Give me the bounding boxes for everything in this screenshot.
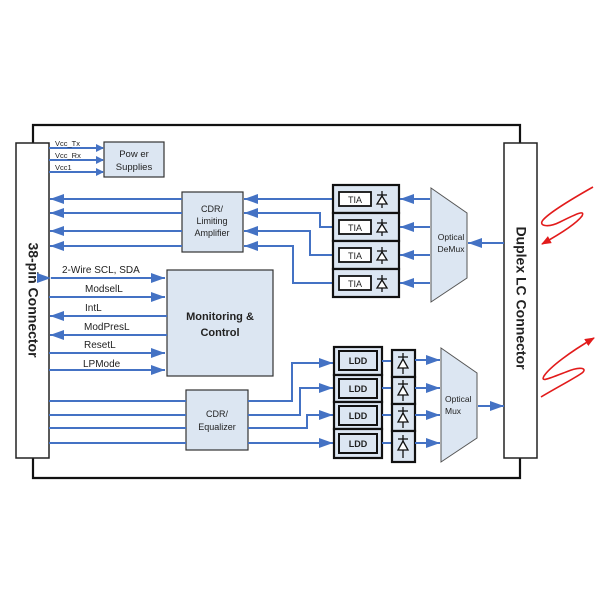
module-outline-bottom xyxy=(31,458,522,480)
ldd-box xyxy=(338,378,378,399)
vcc1-label: Vcc1 xyxy=(55,163,72,172)
vcc-rx-label: Vcc_Rx xyxy=(55,151,81,160)
laser-diode-icon xyxy=(396,353,410,374)
rx-cdr-block xyxy=(181,191,244,253)
monitoring-label-2: Control xyxy=(200,327,239,339)
tia-box xyxy=(338,247,372,263)
lc-connector xyxy=(503,142,538,459)
scl-sda-label: 2-Wire SCL, SDA xyxy=(62,265,140,276)
module-outline-top xyxy=(31,123,522,143)
tia-box xyxy=(338,275,372,291)
photodiode-icon xyxy=(375,275,389,292)
tia-label: TIA xyxy=(348,251,362,261)
laser-diode-icon xyxy=(396,435,410,458)
photodiode-icon xyxy=(375,191,389,208)
ldd-label: LDD xyxy=(349,356,368,366)
optical-demux-label-2: DeMux xyxy=(438,244,466,254)
pin-connector-label: 38-pin Connector xyxy=(25,242,41,358)
ldd-stack: LDD LDD LDD LDD xyxy=(332,345,384,460)
ldd-box xyxy=(338,405,378,426)
tia-wire-4 xyxy=(244,241,335,284)
ldd-wire-1 xyxy=(248,358,333,402)
modpresl-label: ModPresL xyxy=(84,322,130,333)
ldd-label: LDD xyxy=(349,411,368,421)
lpmode-label: LPMode xyxy=(83,359,121,370)
tia-label: TIA xyxy=(348,223,362,233)
optical-demux-label-1: Optical xyxy=(438,232,465,242)
tia-wire-2 xyxy=(244,208,335,228)
optical-demux-block xyxy=(430,187,468,303)
photodiode-icon xyxy=(375,247,389,264)
ldd-wire-3 xyxy=(248,410,333,429)
optical-mux-block xyxy=(440,347,478,463)
modsell-label: ModselL xyxy=(85,284,123,295)
optical-output-signal-icon xyxy=(540,337,595,398)
tia-wire-3 xyxy=(244,226,335,256)
rx-cdr-label-1: CDR/ xyxy=(201,204,223,214)
optical-mux-label-2: Mux xyxy=(445,406,462,416)
optical-input-signal-icon xyxy=(541,186,594,245)
power-supplies-block xyxy=(103,141,165,178)
rx-cdr-label-3: Amplifier xyxy=(194,228,229,238)
laser-diode-icon xyxy=(396,407,410,428)
power-supplies-label-2: Supplies xyxy=(116,162,153,173)
tia-label: TIA xyxy=(348,195,362,205)
tia-stack: TIA TIA TIA TIA xyxy=(331,183,401,299)
pin-connector xyxy=(15,142,50,459)
tx-cdr-label-2: Equalizer xyxy=(198,422,236,432)
monitoring-control-block xyxy=(166,269,274,377)
vcc-tx-label: Vcc_Tx xyxy=(55,139,80,148)
tia-box xyxy=(338,191,372,207)
monitoring-label-1: Monitoring & xyxy=(186,311,254,323)
tia-box xyxy=(338,219,372,235)
tia-label: TIA xyxy=(348,279,362,289)
rx-cdr-label-2: Limiting xyxy=(196,216,227,226)
resetl-label: ResetL xyxy=(84,340,116,351)
power-supplies-label-1: Pow er xyxy=(119,149,149,160)
lc-connector-label: Duplex LC Connector xyxy=(513,226,529,370)
laser-diode-icon xyxy=(396,380,410,401)
intl-label: IntL xyxy=(85,303,102,314)
ldd-wire-2 xyxy=(248,383,333,416)
ldd-label: LDD xyxy=(349,439,368,449)
photodiode-icon xyxy=(375,219,389,236)
ldd-label: LDD xyxy=(349,384,368,394)
tx-cdr-label-1: CDR/ xyxy=(206,409,228,419)
ldd-box xyxy=(338,433,378,454)
optical-mux-label-1: Optical xyxy=(445,394,472,404)
ldd-box xyxy=(338,350,378,371)
tx-cdr-block xyxy=(185,389,249,451)
